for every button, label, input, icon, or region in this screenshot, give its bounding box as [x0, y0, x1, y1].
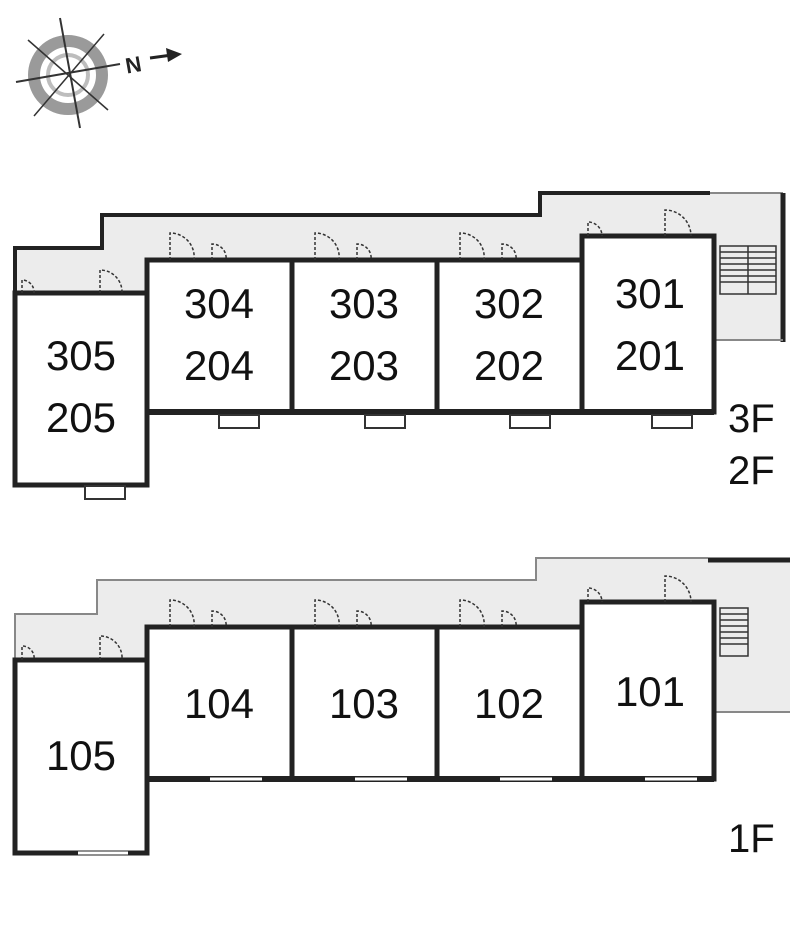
unit-204-label: 204 — [184, 342, 254, 389]
unit-304 — [144, 257, 295, 415]
upper-floors-plan: 305 205 304 204 303 203 302 202 301 201 … — [12, 191, 786, 500]
floor-label-2f: 2F — [728, 449, 775, 493]
unit-102 — [434, 624, 585, 782]
door-swing-icons — [21, 209, 692, 294]
unit-203-label: 203 — [329, 342, 399, 389]
unit-205-label: 205 — [46, 394, 116, 441]
unit-102-label: 102 — [474, 680, 544, 727]
unit-105-label: 105 — [46, 732, 116, 779]
unit-303-label: 303 — [329, 280, 399, 327]
unit-302 — [434, 257, 585, 415]
staircase-icon — [719, 245, 777, 295]
corridor — [15, 558, 790, 712]
balconies — [84, 414, 693, 500]
unit-104 — [144, 624, 295, 782]
unit-301-label: 301 — [615, 270, 685, 317]
floor-label-3f: 3F — [728, 397, 775, 441]
corridor — [15, 193, 783, 340]
unit-305 — [12, 290, 150, 488]
unit-101 — [579, 599, 717, 782]
unit-305-label: 305 — [46, 332, 116, 379]
staircase-icon — [719, 607, 749, 657]
compass-north-label: N — [123, 51, 143, 78]
unit-303 — [289, 257, 440, 415]
compass-rose-icon: N — [15, 17, 182, 129]
corridor-wall — [13, 191, 710, 298]
corridor-wall — [14, 557, 708, 664]
unit-304-label: 304 — [184, 280, 254, 327]
ground-floor-plan: 105 104 103 102 101 1F — [12, 557, 790, 861]
unit-301 — [579, 233, 717, 415]
unit-103 — [289, 624, 440, 782]
floor-label-1f: 1F — [728, 817, 775, 861]
unit-201-label: 201 — [615, 332, 685, 379]
windows — [78, 777, 697, 855]
unit-103-label: 103 — [329, 680, 399, 727]
door-swing-icons — [21, 575, 692, 661]
unit-101-label: 101 — [615, 668, 685, 715]
unit-104-label: 104 — [184, 680, 254, 727]
unit-202-label: 202 — [474, 342, 544, 389]
unit-302-label: 302 — [474, 280, 544, 327]
unit-105 — [12, 657, 150, 856]
